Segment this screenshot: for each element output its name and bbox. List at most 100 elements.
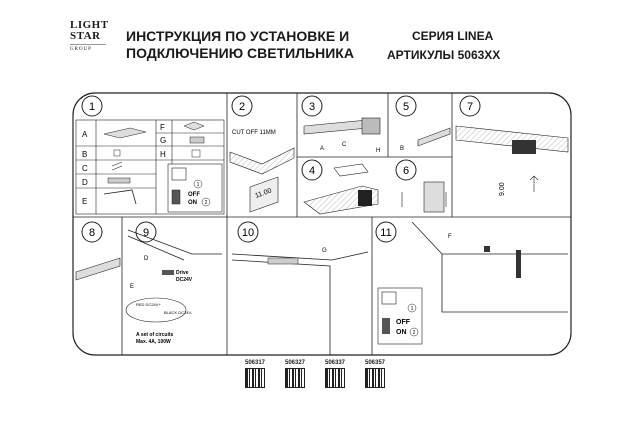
dim-9: 9.00 — [499, 182, 506, 196]
profile-sketch — [229, 147, 295, 175]
off-label: OFF — [396, 319, 411, 326]
logo-divider — [70, 44, 106, 45]
circle-2: 2 — [413, 330, 416, 336]
socket-icon — [171, 167, 187, 181]
step-badge — [395, 159, 417, 181]
step-badge — [81, 221, 103, 243]
part-e-icon — [103, 189, 137, 205]
sheet-frame — [72, 92, 572, 356]
profile-in-ceiling — [512, 140, 536, 154]
circle-1: 1 — [197, 182, 200, 188]
spotlight-icon — [484, 246, 490, 252]
step-badge — [375, 221, 397, 243]
part-c-icon — [111, 161, 123, 171]
qr-code-icon — [365, 368, 385, 388]
part-label: D — [82, 178, 88, 187]
part-f-icon — [183, 121, 205, 131]
on-label: ON — [188, 200, 197, 206]
ceiling-corner — [231, 251, 369, 355]
page-title: ИНСТРУКЦИЯ ПО УСТАНОВКЕ И ПОДКЛЮЧЕНИЮ СВ… — [126, 28, 354, 62]
end-cap-icon — [361, 117, 381, 135]
step-number: 4 — [309, 165, 315, 177]
part-label: C — [82, 164, 88, 173]
step-number: 10 — [242, 227, 254, 239]
step-number: 9 — [143, 227, 149, 239]
step-badge — [231, 95, 253, 117]
profile-end — [249, 176, 279, 213]
step-badge — [301, 159, 323, 181]
label-a: A — [320, 146, 324, 152]
profile-sketch — [267, 257, 299, 265]
part-label: H — [160, 150, 166, 159]
label-e: E — [130, 284, 134, 290]
driver-icon — [162, 270, 174, 275]
step-number: 11 — [380, 227, 391, 239]
part-b-icon — [113, 149, 121, 157]
off-label: OFF — [188, 192, 200, 198]
ceiling-edge — [127, 229, 222, 261]
logo-line3: GROUP — [70, 47, 92, 52]
brand-logo: LIGHT STAR GROUP — [70, 20, 110, 70]
parts-table — [75, 119, 225, 215]
step-badge — [301, 95, 323, 117]
step-number: 2 — [239, 101, 245, 113]
step-number: 6 — [403, 165, 409, 177]
step-badge — [81, 95, 103, 117]
room-sketch — [411, 221, 568, 313]
series-name: СЕРИЯ LINEA — [412, 29, 494, 43]
product-code: 506337 — [324, 360, 346, 366]
driver-box — [358, 190, 372, 206]
label-b: B — [400, 146, 404, 152]
dc24v-label: DC24V — [176, 277, 193, 283]
part-label: A — [82, 130, 88, 139]
circle-2: 2 — [205, 200, 208, 206]
socket-icon — [381, 291, 397, 305]
circuits-line2: Max. 4A, 100W — [136, 339, 171, 345]
ceiling-section — [455, 125, 569, 153]
cut-off-label: CUT OFF 11MM — [232, 130, 276, 136]
step-number: 3 — [309, 101, 315, 113]
qr-code-icon — [325, 368, 345, 388]
label-f: F — [448, 234, 452, 240]
part-label: B — [82, 150, 87, 159]
profile-section — [423, 181, 445, 213]
step-badge — [237, 221, 259, 243]
title-line1: ИНСТРУКЦИЯ ПО УСТАНОВКЕ И — [126, 28, 350, 44]
qr-item: 506317 — [240, 360, 270, 388]
qr-item: 506327 — [280, 360, 310, 388]
part-label: G — [160, 136, 166, 145]
article-codes: АРТИКУЛЫ 5063XX — [387, 48, 501, 62]
product-code: 506357 — [364, 360, 386, 366]
logo-line2: STAR — [70, 30, 101, 42]
switch-icon — [382, 318, 390, 334]
qr-codes: 506317 506327 506337 506357 — [240, 360, 390, 388]
label-h: H — [376, 148, 380, 154]
red-wire-label: RED DC24V+ — [136, 302, 161, 307]
wiring-detail — [125, 297, 187, 323]
part-label: F — [160, 123, 165, 132]
title-line2: ПОДКЛЮЧЕНИЮ СВЕТИЛЬНИКА — [126, 45, 354, 61]
label-d: D — [144, 256, 149, 262]
circle-1: 1 — [411, 306, 414, 312]
on-label: ON — [396, 329, 407, 336]
circuits-line1: A set of circuits — [136, 332, 174, 338]
qr-code-icon — [285, 368, 305, 388]
product-code: 506327 — [284, 360, 306, 366]
step-badge — [395, 95, 417, 117]
part-g-icon — [189, 136, 205, 144]
switch-icon — [171, 189, 181, 205]
cap-sketch — [333, 163, 369, 177]
arrow-up-icon — [529, 175, 539, 192]
part-d-icon — [107, 177, 131, 184]
part-a-icon — [103, 127, 147, 139]
step-number: 7 — [467, 101, 473, 113]
step-badge — [135, 221, 157, 243]
pendant-icon — [516, 250, 521, 278]
step-number: 8 — [89, 227, 95, 239]
qr-code-icon — [245, 368, 265, 388]
logo-line1: LIGHT — [70, 19, 109, 31]
part-h-icon — [191, 149, 201, 158]
product-code: 506317 — [244, 360, 266, 366]
qr-item: 506357 — [360, 360, 390, 388]
black-wire-label: BLACK DC24V- — [164, 310, 193, 315]
